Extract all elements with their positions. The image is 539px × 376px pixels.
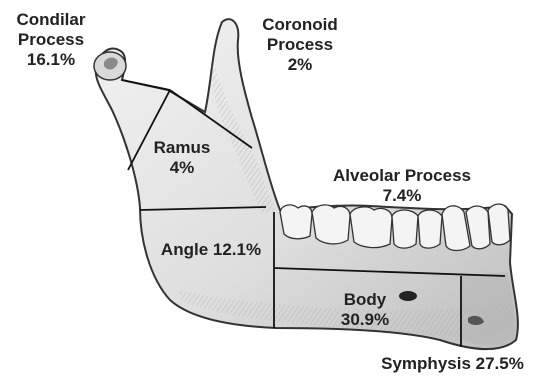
tooth-incisor-1: [488, 204, 510, 245]
condylar-label-line1: Condilar: [2, 10, 100, 30]
tooth-molar-2: [312, 205, 350, 244]
coronoid-label-line1: Coronoid: [246, 15, 354, 35]
alveolar-percentage: 7.4%: [312, 186, 492, 206]
alveolar-process-label: Alveolar Process 7.4%: [312, 166, 492, 206]
angle-label: Angle 12.1%: [150, 240, 272, 260]
body-label: Body 30.9%: [330, 290, 400, 330]
chin-shading: [462, 272, 515, 345]
tooth-premolar-1: [418, 210, 442, 248]
tooth-molar-1: [350, 207, 392, 248]
tooth-premolar-2: [392, 210, 418, 248]
coronoid-percentage: 2%: [246, 55, 354, 75]
ramus-percentage: 4%: [142, 158, 222, 178]
symphysis-label: Symphysis 27.5%: [368, 354, 537, 374]
body-name: Body: [330, 290, 400, 310]
mental-foramen: [399, 291, 417, 301]
symphysis-text: Symphysis 27.5%: [368, 354, 537, 374]
ramus-label: Ramus 4%: [142, 138, 222, 178]
alveolar-name: Alveolar Process: [312, 166, 492, 186]
condylar-process-label: Condilar Process 16.1%: [2, 10, 100, 70]
condylar-label-line2: Process: [2, 30, 100, 50]
body-percentage: 30.9%: [330, 310, 400, 330]
tooth-molar-3: [280, 205, 312, 239]
coronoid-process-label: Coronoid Process 2%: [246, 15, 354, 75]
ramus-name: Ramus: [142, 138, 222, 158]
condylar-percentage: 16.1%: [2, 50, 100, 70]
coronoid-label-line2: Process: [246, 35, 354, 55]
angle-text: Angle 12.1%: [150, 240, 272, 260]
